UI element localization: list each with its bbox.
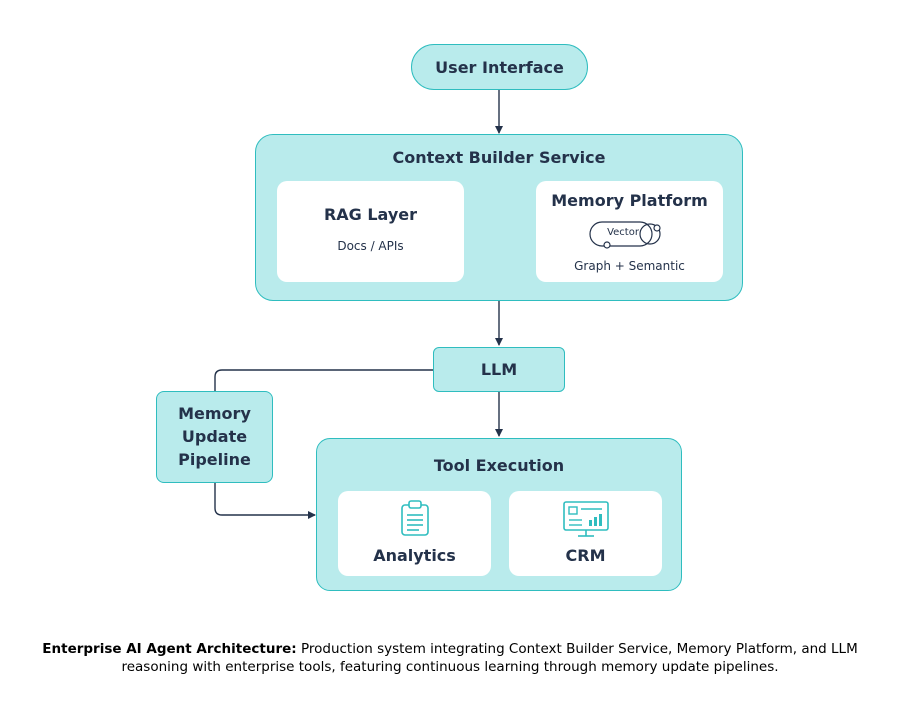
llm-label: LLM	[480, 360, 518, 379]
line-llm-to-memory-update	[214, 369, 433, 391]
tool-execution-node: Tool Execution Analytics CRM	[316, 438, 682, 591]
context-builder-node: Context Builder Service RAG Layer Docs /…	[255, 134, 743, 301]
memory-update-line-1: Memory	[178, 404, 251, 423]
crm-label: CRM	[565, 546, 606, 565]
user-interface-node: User Interface	[411, 44, 588, 90]
analytics-label: Analytics	[373, 546, 456, 565]
context-builder-label: Context Builder Service	[392, 148, 606, 167]
memory-platform-title: Memory Platform	[551, 191, 708, 210]
memory-platform-card: Memory Platform Vector Graph + Semantic	[536, 181, 723, 282]
crm-card: CRM	[509, 491, 662, 576]
analytics-card: Analytics	[338, 491, 491, 576]
dashboard-icon	[563, 501, 609, 537]
caption-title: Enterprise AI Agent Architecture:	[42, 641, 297, 657]
llm-node: LLM	[433, 347, 565, 392]
memory-update-pipeline-node: Memory Update Pipeline	[156, 391, 273, 483]
memory-platform-badge: Vector	[607, 227, 639, 238]
arrow-memory-update-to-tools	[214, 483, 316, 519]
memory-platform-subtitle: Graph + Semantic	[574, 259, 685, 273]
memory-update-line-3: Pipeline	[178, 450, 251, 469]
figure-caption: Enterprise AI Agent Architecture: Produc…	[40, 640, 860, 676]
memory-update-line-2: Update	[181, 427, 248, 446]
tool-execution-label: Tool Execution	[433, 456, 565, 475]
caption-text: Production system integrating Context Bu…	[121, 641, 858, 675]
clipboard-icon	[401, 500, 429, 536]
vector-link-icon	[589, 221, 661, 249]
rag-layer-title: RAG Layer	[323, 205, 418, 224]
user-interface-label: User Interface	[435, 58, 564, 77]
rag-layer-card: RAG Layer Docs / APIs	[277, 181, 464, 282]
rag-layer-subtitle: Docs / APIs	[337, 239, 404, 253]
